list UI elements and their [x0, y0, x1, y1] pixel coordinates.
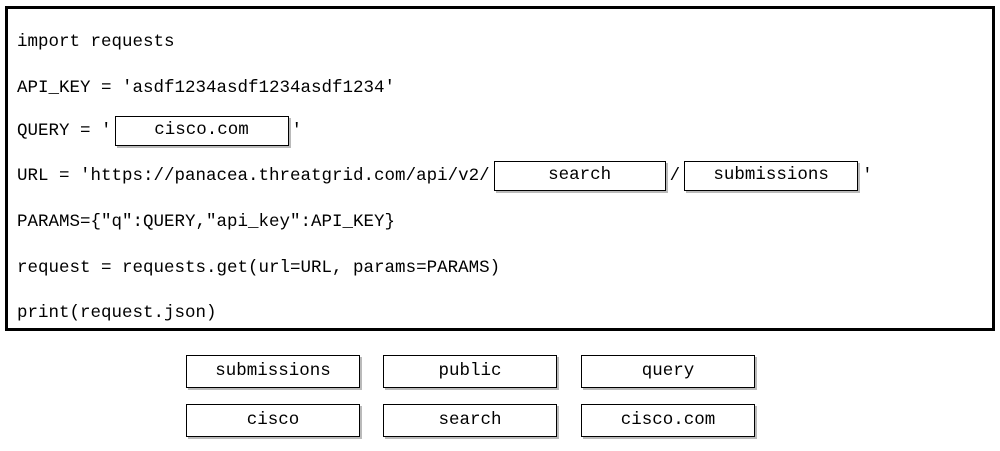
- line-params: PARAMS={"q":QUERY,"api_key":API_KEY}: [17, 207, 395, 237]
- line-api-key-text: API_KEY = 'asdf1234asdf1234asdf1234': [17, 78, 396, 98]
- line-request: request = requests.get(url=URL, params=P…: [17, 253, 500, 283]
- word-bank-option-cisco[interactable]: cisco: [186, 404, 360, 437]
- line-import: import requests: [17, 27, 175, 57]
- word-bank-option-query[interactable]: query: [581, 355, 755, 388]
- line-url-text: /: [669, 166, 681, 186]
- line-query: QUERY = 'cisco.com': [17, 116, 302, 146]
- line-api-key: API_KEY = 'asdf1234asdf1234asdf1234': [17, 73, 395, 103]
- query-value-blank[interactable]: cisco.com: [114, 116, 289, 146]
- line-query-text: QUERY = ': [17, 121, 112, 141]
- line-url: URL = 'https://panacea.threatgrid.com/ap…: [17, 161, 873, 191]
- word-bank-option-submissions[interactable]: submissions: [186, 355, 360, 388]
- line-url-text: ': [862, 166, 873, 186]
- word-bank-row: cisco search cisco.com: [186, 404, 756, 437]
- answer-word-bank: submissions public query cisco search cisco.c…: [186, 355, 756, 440]
- word-bank-row: submissions public query: [186, 355, 756, 388]
- word-bank-option-search[interactable]: search: [383, 404, 557, 437]
- url-endpoint-blank[interactable]: search: [493, 161, 666, 191]
- word-bank-option-public[interactable]: public: [383, 355, 557, 388]
- line-url-text: URL = 'https://panacea.threatgrid.com/ap…: [17, 166, 490, 186]
- word-bank-option-cisco-com[interactable]: cisco.com: [581, 404, 755, 437]
- line-import-text: import requests: [17, 32, 175, 52]
- line-print-text: print(request.json): [17, 303, 217, 323]
- line-query-text: ': [291, 121, 303, 141]
- line-params-text: PARAMS={"q":QUERY,"api_key":API_KEY}: [17, 212, 396, 232]
- line-request-text: request = requests.get(url=URL, params=P…: [17, 258, 501, 278]
- line-print: print(request.json): [17, 298, 217, 328]
- url-resource-blank[interactable]: submissions: [684, 161, 859, 191]
